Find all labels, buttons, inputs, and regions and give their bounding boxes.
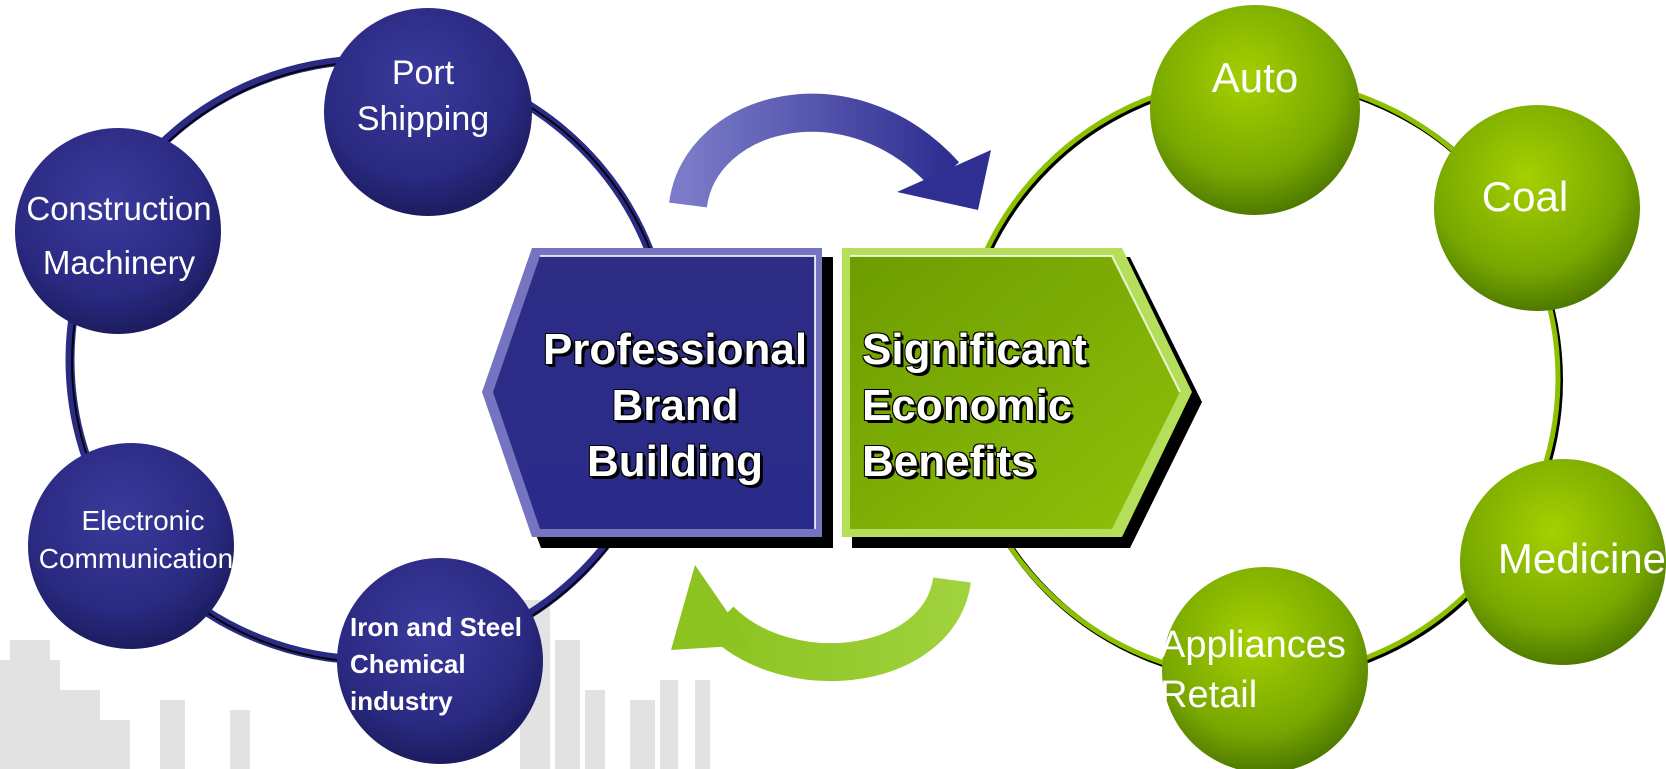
- label-medicine: Medicine: [1467, 533, 1666, 584]
- node-iron-steel-chemical: [337, 558, 543, 764]
- label-line: Coal: [1481, 173, 1569, 220]
- left-block-text: Professional Brand Building: [525, 322, 825, 490]
- label-appliances-retail: Appliances Retail: [1160, 620, 1370, 720]
- label-line: Chemical: [350, 649, 466, 679]
- curved-arrow-right-icon: [669, 93, 991, 210]
- label-line: Auto: [1211, 54, 1299, 101]
- city-skyline-icon: [0, 600, 710, 769]
- label-construction-machinery: Construction Machinery: [14, 182, 224, 290]
- left-block-line-3: Building: [587, 437, 763, 486]
- label-line: Port: [391, 54, 455, 92]
- label-line: Appliances: [1160, 624, 1346, 666]
- label-line: Machinery: [42, 244, 196, 281]
- label-line: Shipping: [356, 100, 490, 138]
- node-port-shipping: [324, 8, 532, 216]
- label-iron-steel-chemical: Iron and Steel Chemical industry: [350, 609, 546, 720]
- label-line: Construction: [26, 190, 212, 227]
- label-electronic-communication: Electronic Communication: [28, 502, 244, 578]
- node-coal: [1434, 105, 1640, 311]
- label-line: industry: [350, 686, 453, 716]
- node-auto: [1150, 5, 1360, 215]
- node-appliances-retail: [1162, 567, 1368, 769]
- label-line: Communication: [38, 543, 234, 574]
- label-line: Iron and Steel: [350, 612, 522, 642]
- label-line: Electronic: [81, 505, 205, 536]
- significant-economic-benefits-block: [842, 248, 1202, 548]
- right-block-line-3: Benefits: [862, 437, 1036, 486]
- left-block-line-1: Professional: [542, 325, 808, 374]
- label-line: Retail: [1160, 674, 1258, 716]
- professional-brand-building-block: [482, 248, 833, 548]
- label-line: Medicine: [1497, 535, 1666, 582]
- label-port-shipping: Port Shipping: [338, 50, 508, 142]
- label-coal: Coal: [1455, 171, 1595, 222]
- right-block-line-1: Significant: [862, 325, 1087, 374]
- right-block-text: Significant Economic Benefits: [862, 322, 1122, 490]
- label-auto: Auto: [1185, 52, 1325, 103]
- node-electronic-communication: [28, 443, 234, 649]
- curved-arrow-left-icon: [671, 565, 971, 682]
- node-medicine: [1460, 459, 1666, 665]
- left-block-line-2: Brand: [611, 381, 739, 430]
- right-block-line-2: Economic: [862, 381, 1073, 430]
- node-construction-machinery: [15, 128, 221, 334]
